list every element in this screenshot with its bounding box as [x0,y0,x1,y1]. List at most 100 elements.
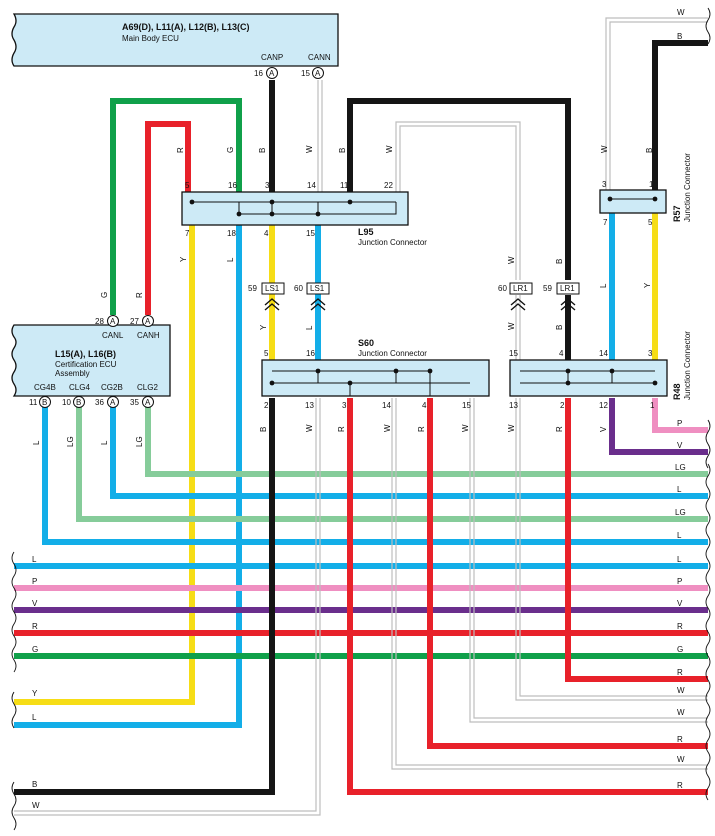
wire-w-s60-13b [14,398,321,816]
lr1-connector-a: 60 LR1 [498,282,533,311]
cann-pin-circle [312,67,324,79]
wire-label: Y [179,256,188,262]
r48-top-pin: 3 [648,349,653,358]
r48-bottom-pin: 13 [509,401,518,410]
wire-y-l95-7 [14,225,195,705]
r48-bus [520,370,655,384]
right-break-3 [705,463,711,801]
wire-label: W [32,801,40,810]
dot [347,199,353,205]
wire-label: B [555,259,564,264]
s60-bottom-pin: 3 [342,401,347,410]
left-break-2 [11,691,17,729]
canp-pin-circle [266,67,278,79]
dot [347,380,353,386]
wire-lg-clg2 [145,405,708,477]
wire-label: L [32,713,37,722]
wire-label: G [100,292,109,298]
wire-b-s60-2 [14,398,275,795]
wire-label: W [677,755,685,764]
s60-label: S60 [358,338,374,348]
canl-pin-conn: A [110,317,116,326]
ls1-b-pin: 60 [294,284,303,293]
r48-label: R48 [672,383,682,400]
dot [427,368,433,374]
r48-top-pin: 14 [599,349,608,358]
l95-pin-numbers: 5 16 3 14 11 22 7 18 4 15 [185,181,393,238]
l95-top-pin: 11 [340,181,349,190]
wire-r-s60-3 [347,398,708,795]
r57-sub: Junction Connector [683,153,692,222]
r57-junction-connector: R57 Junction Connector [599,153,692,222]
wire-r-r48-2 [565,398,708,682]
wire-label: R [677,622,683,631]
right-break-2 [705,419,711,469]
canh-label: CANH [137,331,160,340]
wire-label: V [32,599,38,608]
wire-label: W [507,322,516,330]
wire-label: W [383,424,392,432]
cg4b-pin-circle [39,396,51,408]
wire-label: B [645,148,654,153]
wire-label: R [677,668,683,677]
inline-connectors: 59 LS1 60 LS1 60 LR1 59 LR1 [248,282,580,311]
wire-canl-g [110,98,242,315]
wire-w-r48-13 [515,398,708,701]
wire-label: G [32,645,38,654]
wire-label: V [599,426,608,432]
wire-w-s60-13 [14,398,317,812]
ls1-b-box [306,282,330,295]
s60-bus [272,370,470,396]
wire-label: LG [675,508,686,517]
wire-label: R [176,147,185,153]
wires [14,17,708,816]
wire-lg-clg4 [76,405,708,522]
s60-box [261,359,490,397]
dot [269,199,275,205]
s60-bottom-pin: 15 [462,401,471,410]
edge-break-marks [11,7,711,831]
wire-label: B [338,148,347,153]
cg2b-label: CG2B [101,383,123,392]
clg2-label: CLG2 [137,383,158,392]
wire-color-labels-horizontal: W B P V LG L LG L L P V R G R W W R W R … [32,8,686,810]
l95-bottom-pin: 4 [264,229,269,238]
ls1-b-chevron-icon [310,298,326,311]
wire-label: R [417,426,426,432]
canp-label: CANP [261,53,283,62]
wire-label: W [305,424,314,432]
s60-top-pin: 5 [264,349,269,358]
l95-top-pin: 14 [307,181,316,190]
l95-top-pin: 5 [185,181,190,190]
wire-w-s60-14 [391,398,708,770]
s60-bottom-pin: 4 [422,401,427,410]
wire-v-r48-12 [609,398,708,455]
left-break-3 [11,781,17,831]
wire-label: L [677,485,682,494]
wire-label: B [258,148,267,153]
r57-top-pin: 1 [649,180,654,189]
wire-w-top-right-inner [609,21,708,190]
main-body-ecu-title: A69(D), L11(A), L12(B), L13(C) [122,22,250,32]
r57-bottom-pin: 7 [603,218,608,227]
l95-bus [192,201,397,215]
r57-bottom-pin: 5 [648,218,653,227]
dot [315,368,321,374]
left-break-1 [11,551,17,673]
r48-pin-numbers: 15 4 14 3 13 2 12 1 [509,349,655,410]
wire-w-top-right [605,17,708,190]
dot [189,199,195,205]
cg4b-pin-conn: B [42,398,47,407]
clg2-pin-circle [142,396,154,408]
cg4b-pin-num: 11 [29,398,38,407]
canh-pin-circle [142,315,154,327]
canh-pin-conn: A [145,317,151,326]
dot [652,196,658,202]
r57-top-pin: 3 [602,180,607,189]
wire-label: R [337,426,346,432]
wire-label: LG [66,436,75,447]
wire-label: W [677,708,685,717]
wire-label: B [677,32,682,41]
ls1-a-box [261,282,285,295]
